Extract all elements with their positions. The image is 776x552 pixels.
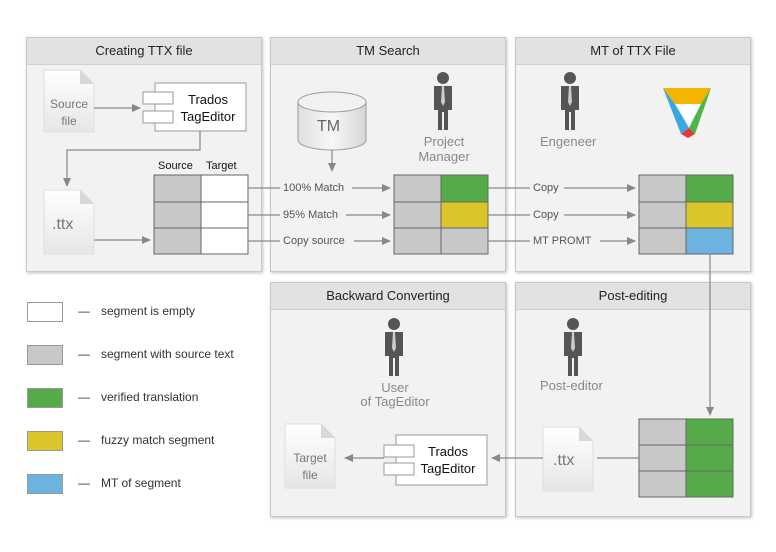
table-header-target: Target: [206, 160, 237, 172]
mt-result-table: [638, 174, 734, 255]
target-file-icon: [284, 423, 336, 489]
legend-dash: —: [78, 347, 90, 361]
source-file-line2: file: [61, 114, 77, 128]
legend-dash: —: [78, 304, 90, 318]
tm-database-icon: [297, 91, 367, 151]
arrow-label-copy1: Copy: [533, 182, 559, 194]
ttx-label: .ttx: [52, 216, 74, 233]
user-of-tageditor-label: User of TagEditor: [350, 381, 440, 409]
project-manager-line1: Project: [423, 134, 465, 149]
legend-swatch-source: [27, 345, 63, 365]
legend-swatch-mt: [27, 474, 63, 494]
tageditor-top-label: Trados TagEditor: [172, 91, 244, 125]
tageditor-bottom-icon: [383, 434, 488, 486]
tageditor-top-icon: [142, 82, 247, 132]
arrow-label-mt-promt: MT PROMT: [533, 235, 592, 247]
legend-swatch-verified: [27, 388, 63, 408]
panel-title: Creating TTX file: [27, 38, 261, 65]
tm-result-table: [393, 174, 489, 255]
project-manager-person-icon: [434, 72, 452, 130]
user-line2: of TagEditor: [360, 394, 430, 409]
table-header-source: Source: [158, 160, 193, 172]
post-editor-person-icon: [564, 318, 582, 376]
legend-swatch-fuzzy: [27, 431, 63, 451]
legend-dash: —: [78, 433, 90, 447]
engineer-label: Engeneer: [540, 134, 597, 149]
arrow-label-match95: 95% Match: [283, 209, 339, 221]
legend-dash: —: [78, 390, 90, 404]
post-editing-table: [638, 418, 734, 498]
arrow-label-match100: 100% Match: [283, 182, 345, 194]
tageditor-bottom-label: Trados TagEditor: [412, 443, 484, 477]
ttx-file-icon: [43, 189, 95, 255]
arrow-label-copy2: Copy: [533, 209, 559, 221]
panel-title: Post-editing: [516, 283, 750, 310]
legend-label-source: segment with source text: [101, 347, 234, 361]
engineer-person-icon: [561, 72, 579, 130]
user-line1: User: [381, 380, 409, 395]
arrow-tageditor-to-ttx: [63, 131, 201, 187]
source-file-line1: Source: [49, 97, 89, 111]
legend-label-empty: segment is empty: [101, 304, 196, 318]
legend-label-fuzzy: fuzzy match segment: [101, 433, 215, 447]
legend-label-mt: MT of segment: [101, 476, 181, 490]
source-file-label: Source file: [46, 96, 92, 130]
tageditor-line1: Trados: [188, 92, 228, 107]
target-file-label: Target file: [287, 450, 333, 484]
source-target-table: [153, 174, 249, 255]
post-editor-label: Post-editor: [540, 378, 603, 393]
tageditor-line2: TagEditor: [420, 461, 476, 476]
arrow-label-copy-source: Copy source: [283, 235, 345, 247]
panel-title: MT of TTX File: [516, 38, 750, 65]
source-file-icon: [43, 69, 95, 133]
tageditor-line2: TagEditor: [180, 109, 236, 124]
legend-dash: —: [78, 476, 90, 490]
user-person-icon: [385, 318, 403, 376]
project-manager-line2: Manager: [418, 149, 470, 164]
target-file-line2: file: [302, 468, 318, 482]
ttx-post-label: .ttx: [553, 452, 575, 469]
target-file-line1: Target: [293, 451, 327, 465]
tm-label: TM: [317, 118, 341, 135]
ttx-file-post-icon: [542, 426, 594, 492]
panel-title: Backward Converting: [271, 283, 505, 310]
legend-swatch-empty: [27, 302, 63, 322]
panel-title: TM Search: [271, 38, 505, 65]
project-manager-label: Project Manager: [410, 134, 478, 164]
legend-label-verified: verified translation: [101, 390, 199, 404]
tageditor-line1: Trados: [428, 444, 468, 459]
promt-logo-icon: [663, 88, 711, 138]
